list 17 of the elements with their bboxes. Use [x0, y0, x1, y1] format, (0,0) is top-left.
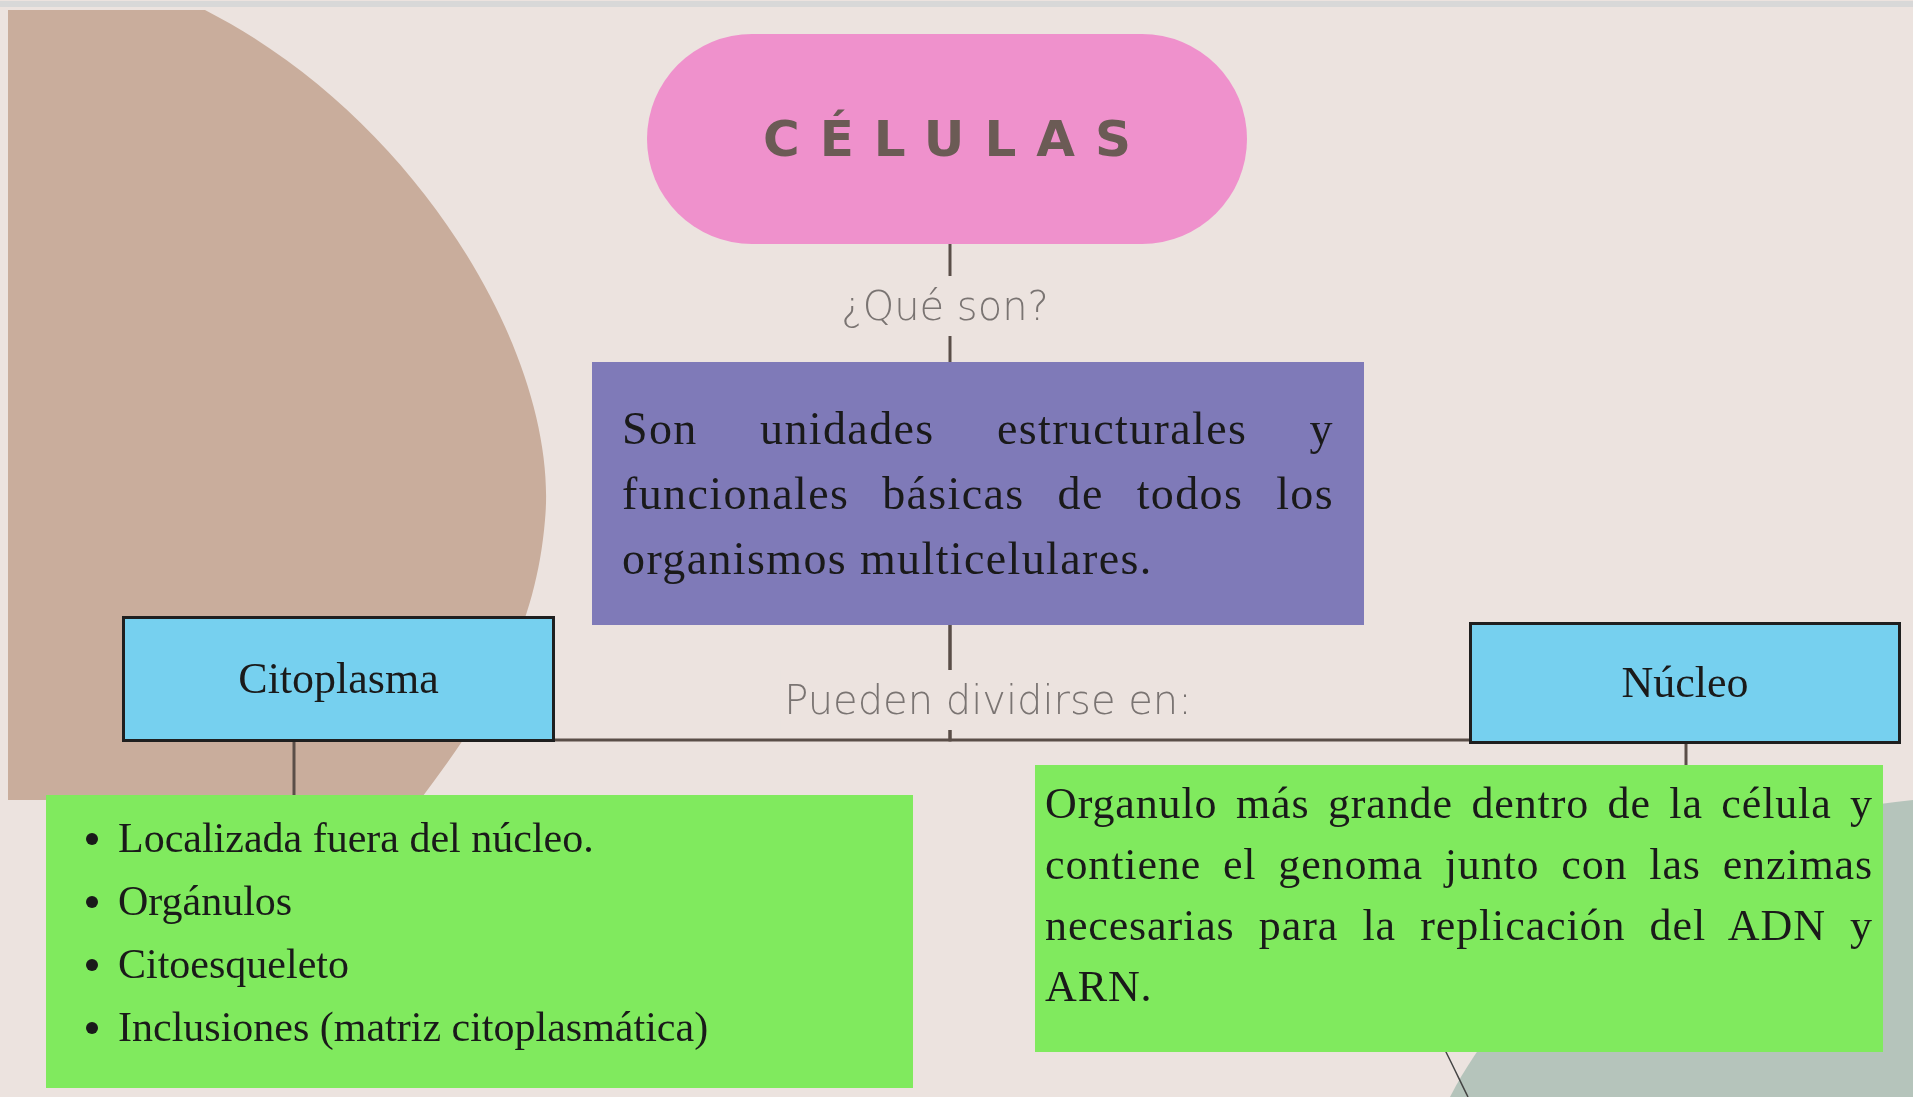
category-box [1469, 622, 1901, 744]
list-item: Orgánulos [118, 877, 293, 926]
body-text: Son unidades estructurales y funcionales básicas de todos los organismos multicelulares. [622, 402, 1334, 586]
description-box [1035, 765, 1883, 1052]
list-item: Citoesqueleto [118, 940, 349, 989]
category-label: Núcleo [1621, 657, 1749, 709]
list-box [46, 795, 913, 1088]
connector-line [292, 742, 296, 795]
definition-box [592, 362, 1364, 625]
body-text: Organulo más grande dentro de la célula y contiene el genoma junto con las enzimas necesarias para la replicación del ADN y ARN. [1045, 778, 1873, 1013]
title-text: CÉLULAS [761, 108, 1152, 170]
connector-line [948, 625, 1469, 742]
category-label: Citoplasma [238, 653, 439, 705]
connector-line [1684, 744, 1688, 765]
category-box [122, 616, 555, 742]
list-item: Localizada fuera del núcleo. [118, 814, 594, 863]
list-item: Inclusiones (matriz citoplasmática) [118, 1003, 709, 1052]
